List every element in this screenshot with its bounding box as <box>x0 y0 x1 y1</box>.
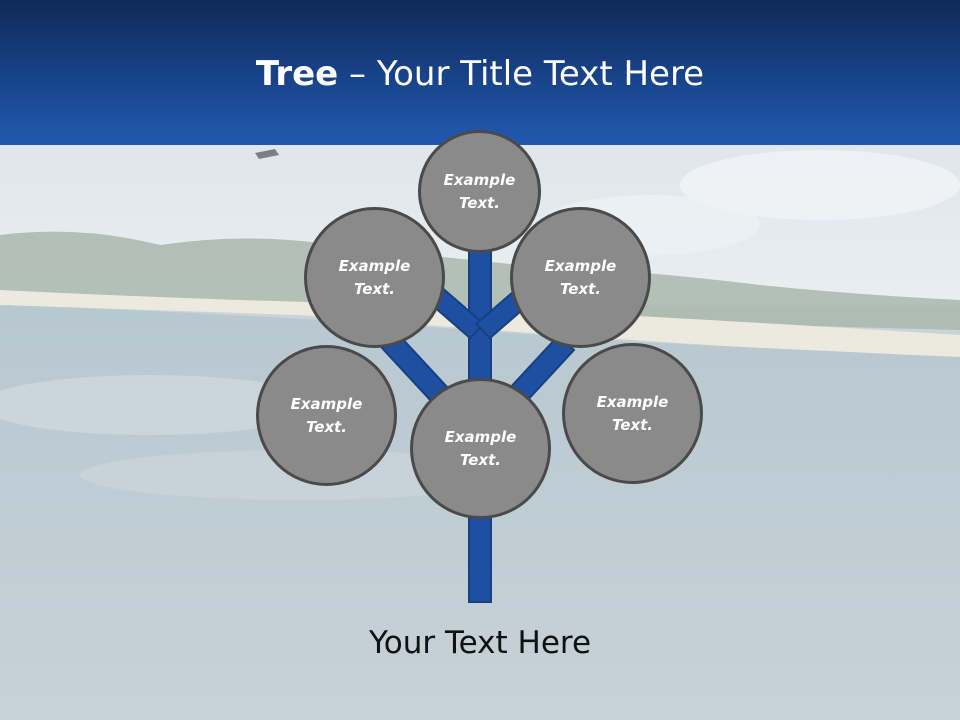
node-lower-right-text: Example Text. <box>596 392 669 434</box>
node-top: Example Text. <box>418 130 541 253</box>
node-top-text: Example Text. <box>443 170 516 212</box>
slide-title: Tree – Your Title Text Here <box>0 52 960 96</box>
node-lower-left: Example Text. <box>256 345 397 486</box>
title-bold: Tree <box>255 54 339 94</box>
header-band <box>0 0 960 145</box>
node-upper-left-text: Example Text. <box>338 256 411 298</box>
node-center: Example Text. <box>410 378 551 519</box>
node-center-text: Example Text. <box>444 427 517 469</box>
node-upper-left: Example Text. <box>304 207 445 348</box>
footer-text: Your Text Here <box>368 625 592 661</box>
title-rest: – Your Title Text Here <box>338 54 705 94</box>
node-upper-right: Example Text. <box>510 207 651 348</box>
node-upper-right-text: Example Text. <box>544 256 617 298</box>
node-lower-left-text: Example Text. <box>290 394 363 436</box>
node-lower-right: Example Text. <box>562 343 703 484</box>
